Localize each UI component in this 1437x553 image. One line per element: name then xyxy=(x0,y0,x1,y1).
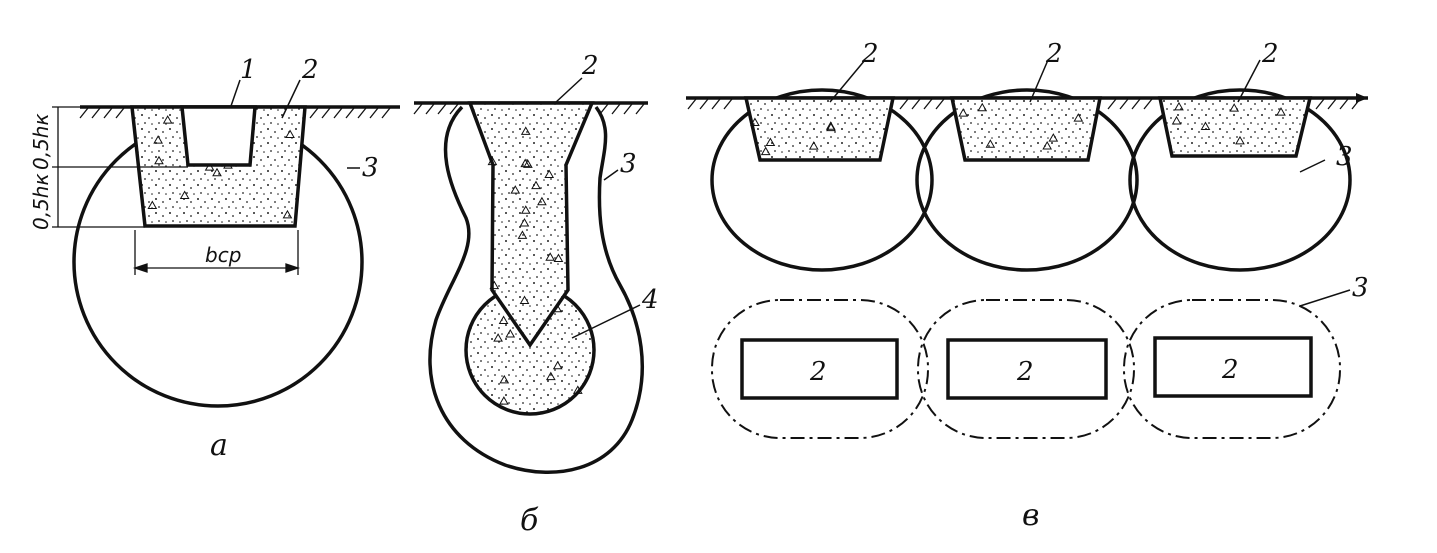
caption-c: в xyxy=(1022,498,1039,533)
label-2-c2: 2 xyxy=(1045,39,1063,69)
compacted-zone-c3 xyxy=(1128,88,1352,272)
foundation-c2 xyxy=(949,96,1103,162)
label-3-c-top: 3 xyxy=(1336,142,1353,172)
foundation-c3 xyxy=(1157,96,1313,158)
label-2-c1: 2 xyxy=(861,39,879,69)
ground-hatch-c xyxy=(687,98,1361,110)
label-3-b: 3 xyxy=(620,149,637,179)
aggregate-foundation-c1 xyxy=(750,117,836,156)
label-3-a: 3 xyxy=(362,153,379,183)
zone-plan-c1 xyxy=(711,299,929,439)
leaders-c xyxy=(829,59,1351,307)
foundation-plan-c3 xyxy=(1153,336,1313,398)
foundation-plan-c1 xyxy=(740,338,899,400)
panel-c: 2 2 2 3 2 2 2 3 в xyxy=(686,39,1369,533)
dim-h2-a: 0,5hк xyxy=(29,173,53,230)
foundation-plan-c2 xyxy=(946,338,1108,400)
compacted-zone-c1 xyxy=(710,88,934,272)
panel-a: 0,5hк 0,5hк bср 1 2 3 а xyxy=(29,55,400,463)
pile-b xyxy=(467,101,595,349)
panel-b: 2 3 4 б xyxy=(413,51,659,538)
label-4-b: 4 xyxy=(641,285,659,315)
aggregate-foundation-c3 xyxy=(1171,101,1286,145)
compacted-zone-b xyxy=(428,105,644,474)
cavity-a xyxy=(180,105,257,167)
label-1-a: 1 xyxy=(240,55,257,85)
dim-h1-a: 0,5hк xyxy=(29,113,53,170)
label-2-b: 2 xyxy=(581,51,599,81)
caption-a: а xyxy=(210,428,228,463)
rect-label-c2: 2 xyxy=(1016,357,1034,387)
aggregate-pile-b xyxy=(487,126,564,304)
dimension-lines-a xyxy=(52,106,301,275)
zone-plan-c2 xyxy=(917,299,1135,439)
label-2-a: 2 xyxy=(301,55,319,85)
label-2-c3: 2 xyxy=(1261,39,1279,69)
ground-hatch-a xyxy=(79,107,391,119)
dim-b-a: bср xyxy=(205,243,241,267)
rect-label-c1: 2 xyxy=(809,357,827,387)
label-3-c-plan: 3 xyxy=(1352,273,1369,303)
rect-label-c3: 2 xyxy=(1221,355,1239,385)
foundation-c1 xyxy=(743,96,896,162)
aggregate-foundation-c2 xyxy=(958,102,1084,150)
compacted-zone-c2 xyxy=(915,88,1139,272)
leaders-b xyxy=(554,77,641,339)
ground-hatch-b xyxy=(413,103,645,115)
caption-b: б xyxy=(520,503,539,538)
zone-plan-c3 xyxy=(1123,299,1341,439)
